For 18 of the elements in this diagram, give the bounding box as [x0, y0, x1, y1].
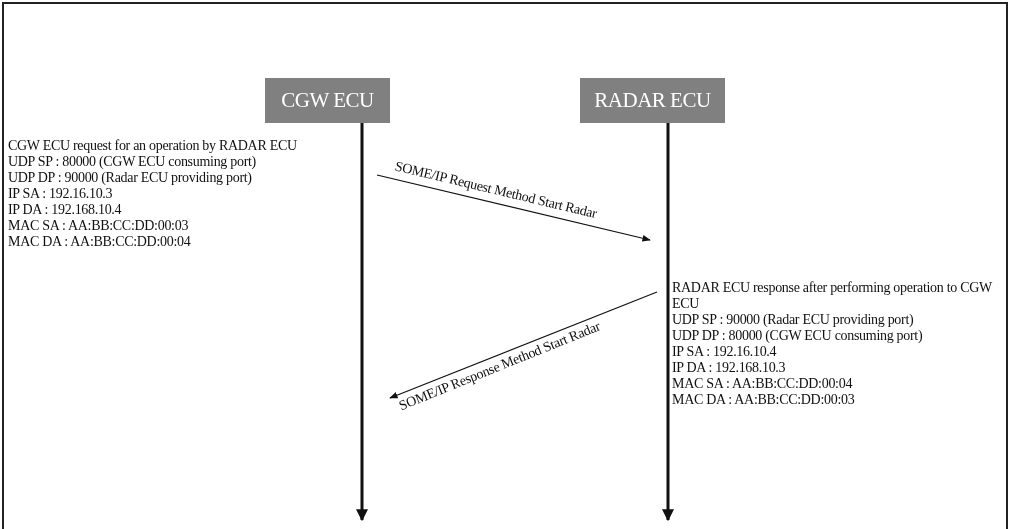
participant-box: CGW ECU	[265, 78, 390, 123]
note-heading: RADAR ECU response after performing operation to CGW ECU	[672, 280, 993, 312]
note-line: IP SA : 192.16.10.3	[8, 186, 114, 202]
note-line: MAC SA : AA:BB:CC:DD:00:03	[8, 218, 190, 234]
note-line: UDP SP : 90000 (Radar ECU providing port)	[672, 312, 915, 328]
note-line: IP SA : 192.16.10.4	[672, 344, 778, 360]
note-line: IP DA : 192.168.10.4	[8, 202, 123, 218]
note-line: MAC DA : AA:BB:CC:DD:00:03	[672, 392, 856, 408]
message-arrow	[376, 174, 651, 242]
note-line: UDP DP : 90000 (Radar ECU providing port)	[8, 170, 253, 186]
note-line: UDP DP : 80000 (CGW ECU consuming port)	[672, 328, 924, 344]
note-line: MAC SA : AA:BB:CC:DD:00:04	[672, 376, 854, 392]
note-line: UDP SP : 80000 (CGW ECU consuming port)	[8, 154, 257, 170]
message-arrow	[389, 291, 658, 399]
note-line: MAC DA : AA:BB:CC:DD:00:04	[8, 234, 192, 250]
note-heading: CGW ECU request for an operation by RADAR ECU	[8, 138, 298, 154]
note-line: IP DA : 192.168.10.3	[672, 360, 787, 376]
participant-box: RADAR ECU	[580, 78, 725, 123]
